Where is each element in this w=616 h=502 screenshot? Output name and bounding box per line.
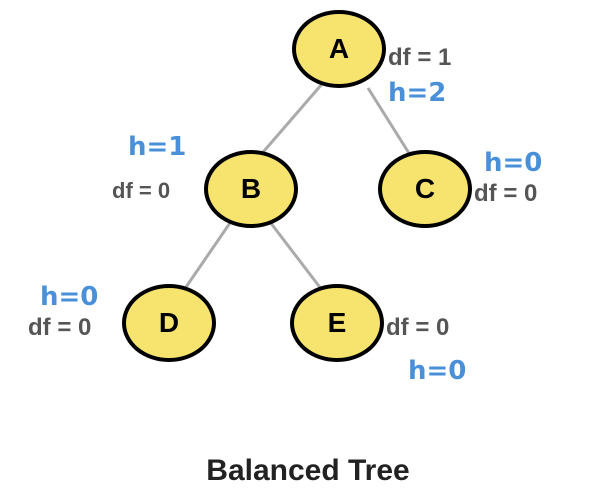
node-e-balance-factor: df = 0 (386, 314, 450, 341)
node-b-height: h=1 (128, 132, 187, 162)
edge-b-e (268, 221, 324, 291)
diagram-caption: Balanced Tree (206, 454, 410, 487)
node-e: E (290, 284, 384, 362)
node-a: A (292, 10, 386, 88)
node-c: C (378, 150, 472, 228)
node-b-balance-factor: df = 0 (112, 178, 171, 203)
node-d-height: h=0 (40, 282, 99, 312)
node-b: B (204, 150, 298, 228)
node-e-height: h=0 (408, 356, 467, 386)
edge-a-c (366, 87, 414, 159)
node-d-balance-factor: df = 0 (28, 314, 92, 341)
node-a-label: A (328, 33, 350, 64)
node-c-height: h=0 (484, 148, 543, 178)
node-d: D (122, 284, 216, 362)
node-d-label: D (158, 307, 180, 338)
edge-b-d (182, 219, 234, 291)
node-c-label: C (414, 173, 436, 204)
node-a-balance-factor: df = 1 (388, 44, 452, 71)
node-b-label: B (240, 173, 262, 204)
edge-a-b (256, 83, 324, 159)
node-a-height: h=2 (388, 78, 447, 108)
node-c-balance-factor: df = 0 (474, 180, 538, 207)
node-e-label: E (327, 307, 347, 338)
